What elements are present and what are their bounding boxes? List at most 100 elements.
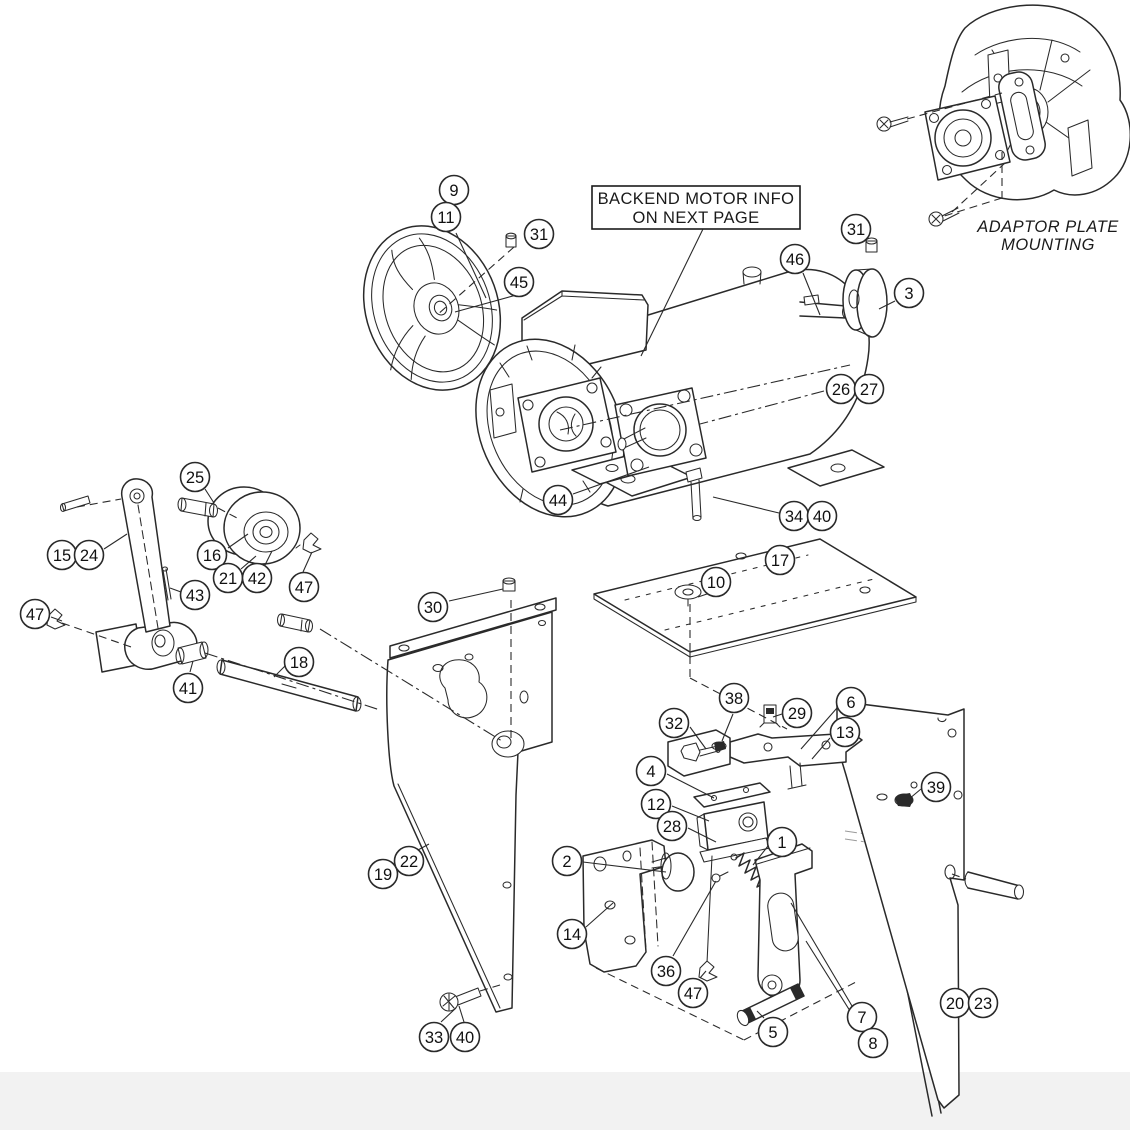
svg-text:43: 43 [186,587,204,605]
svg-text:39: 39 [927,779,945,797]
balloon-32: 32 [658,707,690,739]
knob [651,852,695,892]
balloon-20: 20 [939,987,971,1019]
screw-36 [711,871,729,883]
balloon-17: 17 [764,544,796,576]
motor-foot [787,449,885,487]
svg-text:32: 32 [665,715,683,733]
svg-text:46: 46 [786,251,804,269]
leader-line [752,845,769,866]
leader-line [302,551,313,573]
balloon-47-2: 47 [19,598,51,630]
svg-text:28: 28 [663,818,681,836]
balloon-1: 1 [766,826,798,858]
svg-text:7: 7 [857,1009,866,1027]
svg-text:29: 29 [788,705,806,723]
micro-switch [696,801,771,863]
balloon-2: 2 [551,845,583,877]
svg-text:6: 6 [846,694,855,712]
balloon-45: 45 [503,266,535,298]
arm-hub [151,629,175,657]
svg-text:1: 1 [777,834,786,852]
adaptor-label-line-1: ADAPTOR PLATE [976,218,1119,236]
short-pin [276,613,314,633]
balloon-25: 25 [179,461,211,493]
note-line-2: ON NEXT PAGE [632,209,759,227]
leader-line [811,737,831,760]
balloon-22: 22 [393,845,425,877]
pulley-set-screw [505,232,517,248]
lock-nut [711,741,727,752]
balloon-3: 3 [893,277,925,309]
balloon-31: 31 [523,218,555,250]
set-screw [865,237,878,253]
svg-text:19: 19 [374,866,392,884]
leader-line [721,713,734,742]
arm [120,478,171,633]
tension-arm-assembly [46,478,362,712]
balloon-5: 5 [757,1016,789,1048]
svg-text:36: 36 [657,963,675,981]
svg-text:47: 47 [26,606,44,624]
svg-text:47: 47 [295,579,313,597]
balloon-19: 19 [367,858,399,890]
leader-line [671,805,710,822]
leader-line [756,1010,765,1019]
svg-text:34: 34 [785,508,803,526]
adaptor-label-line-2: MOUNTING [1001,236,1095,254]
leader-line [951,873,967,880]
leader-line [699,970,707,979]
svg-text:25: 25 [186,469,204,487]
leader-line [699,390,825,425]
pivot-bolt [680,742,722,762]
svg-text:20: 20 [946,995,964,1013]
cotter-pin [161,566,172,601]
leader-line [417,843,430,851]
leader-line [687,827,717,843]
leader-line [273,665,286,678]
balloon-6: 6 [835,686,867,718]
svg-text:47: 47 [684,985,702,1003]
leader-line [640,228,704,357]
balloon-38: 38 [718,682,750,714]
switch-plate [693,782,771,808]
roller-pin [177,497,219,518]
svg-text:40: 40 [813,508,831,526]
svg-text:42: 42 [248,570,266,588]
leader-line [240,555,257,570]
leader-line [940,197,1003,218]
leader-line [572,466,650,495]
leader-line [227,533,249,549]
balloon-46: 46 [779,243,811,275]
svg-text:12: 12 [647,796,665,814]
svg-text:9: 9 [449,182,458,200]
svg-text:21: 21 [219,570,237,588]
page-bottom-strip [0,1072,1130,1130]
conduit-cap [742,266,762,285]
flange-screw [439,987,482,1012]
leader-line [689,726,707,750]
front-face-plate [517,377,617,473]
leader-line [800,707,838,750]
note-line-1: BACKEND MOTOR INFO [598,190,795,208]
svg-text:11: 11 [437,209,454,227]
balloon-31-2: 31 [840,213,872,245]
balloon-29: 29 [781,697,813,729]
balloon-15: 15 [46,539,78,571]
balloon-40: 40 [806,500,838,532]
balloon-11: 11 [430,201,462,233]
nut-and-washer [876,781,918,807]
push-nut-clip [698,960,718,982]
shaft-key [803,294,820,306]
lever-pin [736,983,805,1027]
bearing-bracket [614,387,707,477]
leader-line [50,616,63,622]
balloon-47: 47 [288,571,320,603]
vent-plate [489,383,517,439]
plate-bushing [491,730,525,758]
balloon-13: 13 [829,716,861,748]
leader-line [189,660,194,673]
svg-text:3: 3 [904,285,913,303]
